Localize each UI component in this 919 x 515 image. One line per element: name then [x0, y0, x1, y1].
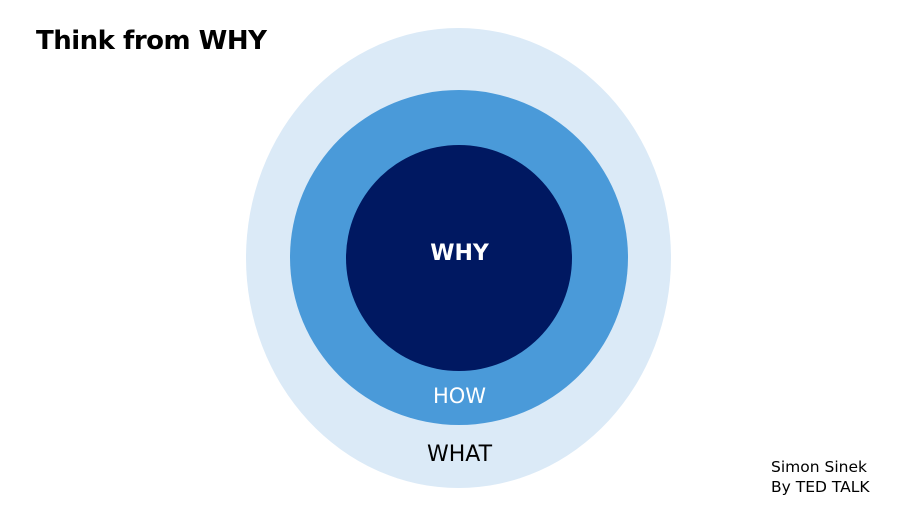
credit-author: Simon Sinek: [771, 458, 867, 476]
how-label: HOW: [432, 384, 487, 408]
credit-source: By TED TALK: [771, 478, 870, 496]
why-label: WHY: [430, 241, 489, 266]
slide-title: Think from WHY: [36, 26, 267, 56]
what-label: WHAT: [426, 442, 493, 467]
credit-block: Simon Sinek By TED TALK: [771, 457, 870, 497]
why-circle: [346, 145, 572, 371]
